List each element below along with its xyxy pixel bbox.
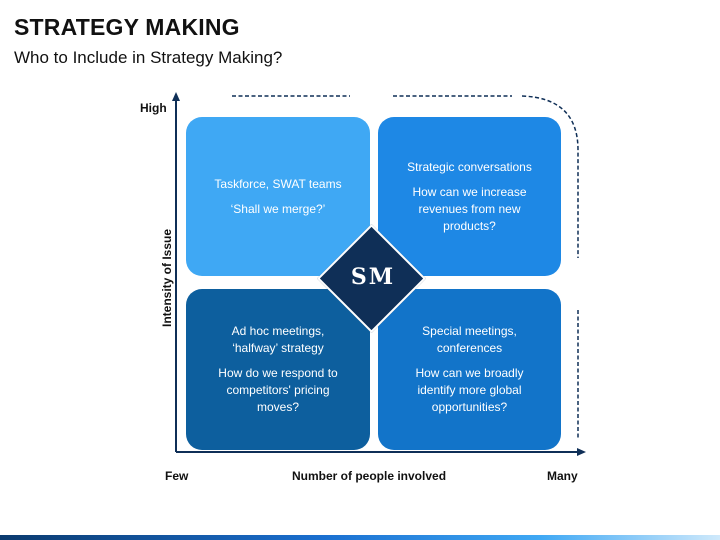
quadrant-top-left: Taskforce, SWAT teams ‘Shall we merge?’ [186, 117, 370, 276]
quadrant-bottom-right-question: How can we broadly identify more global … [415, 366, 524, 414]
quadrant-top-left-question: ‘Shall we merge?’ [230, 201, 326, 216]
quadrant-top-left-heading: Taskforce, SWAT teams [214, 176, 342, 191]
page-title: STRATEGY MAKING [14, 14, 240, 40]
quadrant-bottom-left-heading: Ad hoc meetings, ‘halfway’ strategy [231, 324, 325, 355]
footer-gradient-bar [0, 535, 720, 540]
x-axis-high-label: Many [547, 469, 578, 483]
quadrant-bottom-left: Ad hoc meetings, ‘halfway’ strategy How … [186, 289, 370, 450]
center-badge-text: SM [350, 264, 396, 290]
x-axis-arrow [577, 448, 586, 456]
quadrant-top-right-heading: Strategic conversations [407, 159, 532, 174]
y-axis-high-label: High [140, 101, 167, 115]
y-axis-title: Intensity of Issue [160, 228, 174, 328]
page-subtitle: Who to Include in Strategy Making? [14, 48, 283, 67]
y-axis-arrow [172, 92, 180, 101]
quadrant-top-right: Strategic conversations How can we incre… [378, 117, 561, 276]
quadrant-bottom-left-question: How do we respond to competitors' pricin… [218, 366, 338, 414]
x-axis-low-label: Few [165, 469, 189, 483]
dashed-curve-corner [521, 95, 579, 258]
x-axis-title: Number of people involved [292, 469, 447, 483]
quadrant-bottom-right: Special meetings, conferences How can we… [378, 289, 561, 450]
quadrant-top-right-question: How can we increase revenues from new pr… [412, 184, 527, 233]
quadrant-bottom-right-heading: Special meetings, conferences [422, 324, 517, 355]
